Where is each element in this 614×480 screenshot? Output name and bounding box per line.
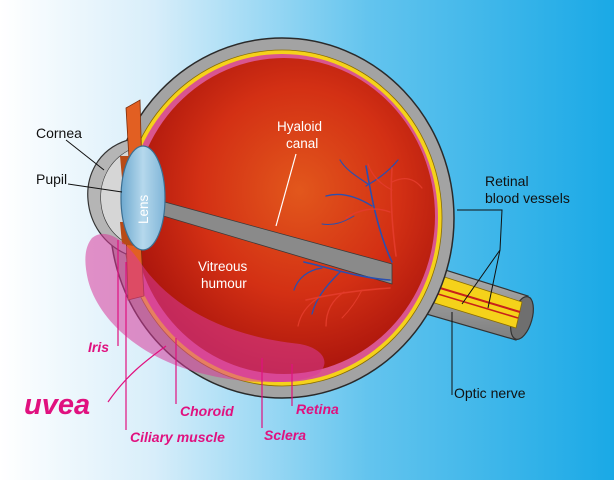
label-retina: Retina bbox=[296, 401, 339, 417]
label-sclera: Sclera bbox=[264, 427, 306, 443]
uvea-highlight bbox=[85, 233, 325, 383]
label-uvea: uvea bbox=[24, 389, 90, 421]
leader-lines-black bbox=[65, 139, 503, 395]
label-blood-vessels: blood vessels bbox=[485, 190, 570, 206]
label-cornea: Cornea bbox=[36, 125, 82, 141]
retinal-blood-vessels-upper bbox=[321, 159, 423, 263]
label-lens: Lens bbox=[136, 194, 151, 224]
label-retinal: Retinal bbox=[485, 173, 529, 189]
label-humour: humour bbox=[201, 276, 247, 291]
label-pupil: Pupil bbox=[36, 171, 67, 187]
label-vitreous: Vitreous bbox=[198, 259, 248, 274]
label-ciliary-muscle: Ciliary muscle bbox=[130, 429, 225, 445]
leader-line-hyaloid bbox=[275, 153, 297, 227]
label-optic-nerve: Optic nerve bbox=[454, 385, 526, 401]
leader-lines-pink bbox=[107, 240, 293, 430]
label-canal: canal bbox=[286, 136, 318, 151]
retinal-blood-vessels-lower bbox=[293, 261, 391, 327]
label-hyaloid: Hyaloid bbox=[277, 119, 322, 134]
lens bbox=[120, 145, 166, 251]
label-iris: Iris bbox=[88, 339, 109, 355]
label-choroid: Choroid bbox=[180, 403, 234, 419]
